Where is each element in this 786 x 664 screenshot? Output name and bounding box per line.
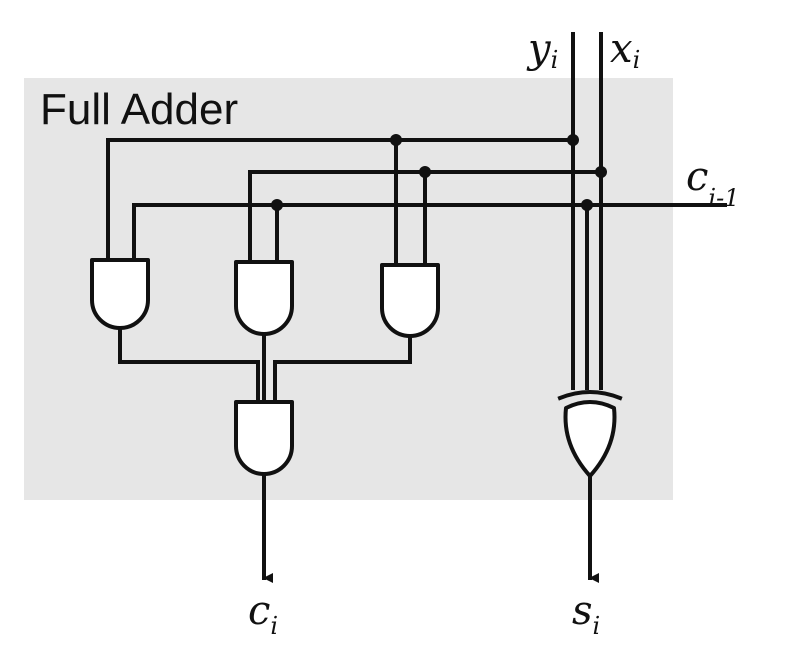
block-title: Full Adder — [40, 85, 238, 134]
input-label-y: yi — [526, 26, 558, 74]
input-label-x: xi — [610, 26, 640, 74]
xor-input-wires — [571, 138, 603, 390]
and-gate — [90, 258, 150, 330]
and-output-wires — [118, 326, 412, 404]
and-gate — [380, 263, 440, 338]
junction-dots — [271, 134, 607, 211]
and-gate — [234, 260, 294, 336]
output-label-sum: si — [572, 588, 600, 640]
and-gate — [234, 400, 294, 476]
distribution-wires — [106, 138, 727, 267]
input-label-c-in: ci-1 — [686, 154, 739, 212]
input-bus — [571, 32, 603, 174]
xor-gate — [557, 390, 623, 478]
output-label-carry: ci — [248, 588, 278, 640]
